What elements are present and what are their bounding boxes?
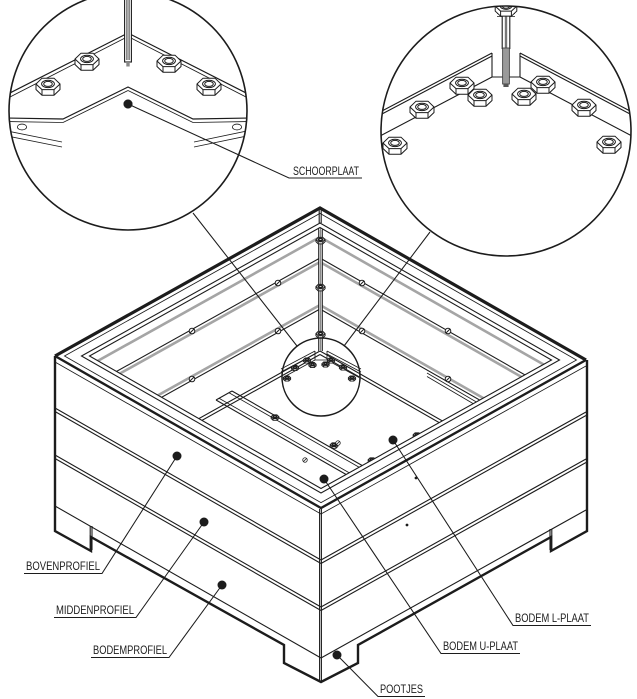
svg-text:SCHOORPLAAT: SCHOORPLAAT [293, 164, 359, 178]
detail-circle-outline [8, 0, 248, 231]
svg-text:BOVENPROFIEL: BOVENPROFIEL [26, 559, 100, 573]
bottom-corner-plates [280, 350, 362, 382]
base-contour [53, 356, 589, 684]
detail-connector-left [192, 212, 298, 347]
svg-text:BODEM L-PLAAT: BODEM L-PLAAT [515, 611, 590, 625]
wall-screw-dot [405, 523, 409, 527]
label-bodemprofiel: BODEMPROFIEL [91, 580, 227, 659]
bodem-u-plaat [215, 390, 364, 476]
label-bovenprofiel: BOVENPROFIEL [24, 451, 182, 575]
leg-notches [89, 526, 553, 550]
wall-boards [54, 361, 587, 681]
planter-box [53, 206, 589, 684]
threaded-rod [124, 0, 132, 67]
svg-text:BODEM U-PLAAT: BODEM U-PLAAT [443, 639, 519, 653]
callout-labels: SCHOORPLAAT BOVENPROFIEL MIDDENPROFIEL B… [24, 99, 591, 698]
svg-text:BODEMPROFIEL: BODEMPROFIEL [93, 643, 167, 657]
svg-text:POOTJES: POOTJES [380, 682, 423, 696]
label-bodem-u-plaat: BODEM U-PLAAT [319, 474, 520, 655]
hex-nut-icon [270, 414, 280, 421]
bottom-corner-detail-view [380, 5, 632, 257]
floor-junction [89, 350, 552, 489]
detail-indicator-circle [281, 337, 361, 417]
label-pootjes: POOTJES [332, 650, 425, 698]
bodem-l-plaat [318, 372, 491, 489]
schoorplaat-detail-view [8, 0, 248, 231]
hex-nut-icon [315, 236, 326, 245]
detail-circle-outline [380, 5, 632, 257]
inner-wall-slats [89, 257, 552, 444]
hex-nut-icon [315, 283, 326, 292]
detail-connector-right [343, 231, 431, 347]
label-middenprofiel: MIDDENPROFIEL [54, 517, 209, 619]
rim [54, 206, 587, 510]
label-schoorplaat: SCHOORPLAAT [123, 99, 362, 179]
svg-text:MIDDENPROFIEL: MIDDENPROFIEL [56, 603, 134, 617]
hex-nut-icon [315, 330, 326, 339]
box-interior [89, 228, 552, 489]
inner-wall-slats-gray [89, 235, 552, 441]
label-bodem-l-plaat: BODEM L-PLAAT [388, 435, 591, 627]
